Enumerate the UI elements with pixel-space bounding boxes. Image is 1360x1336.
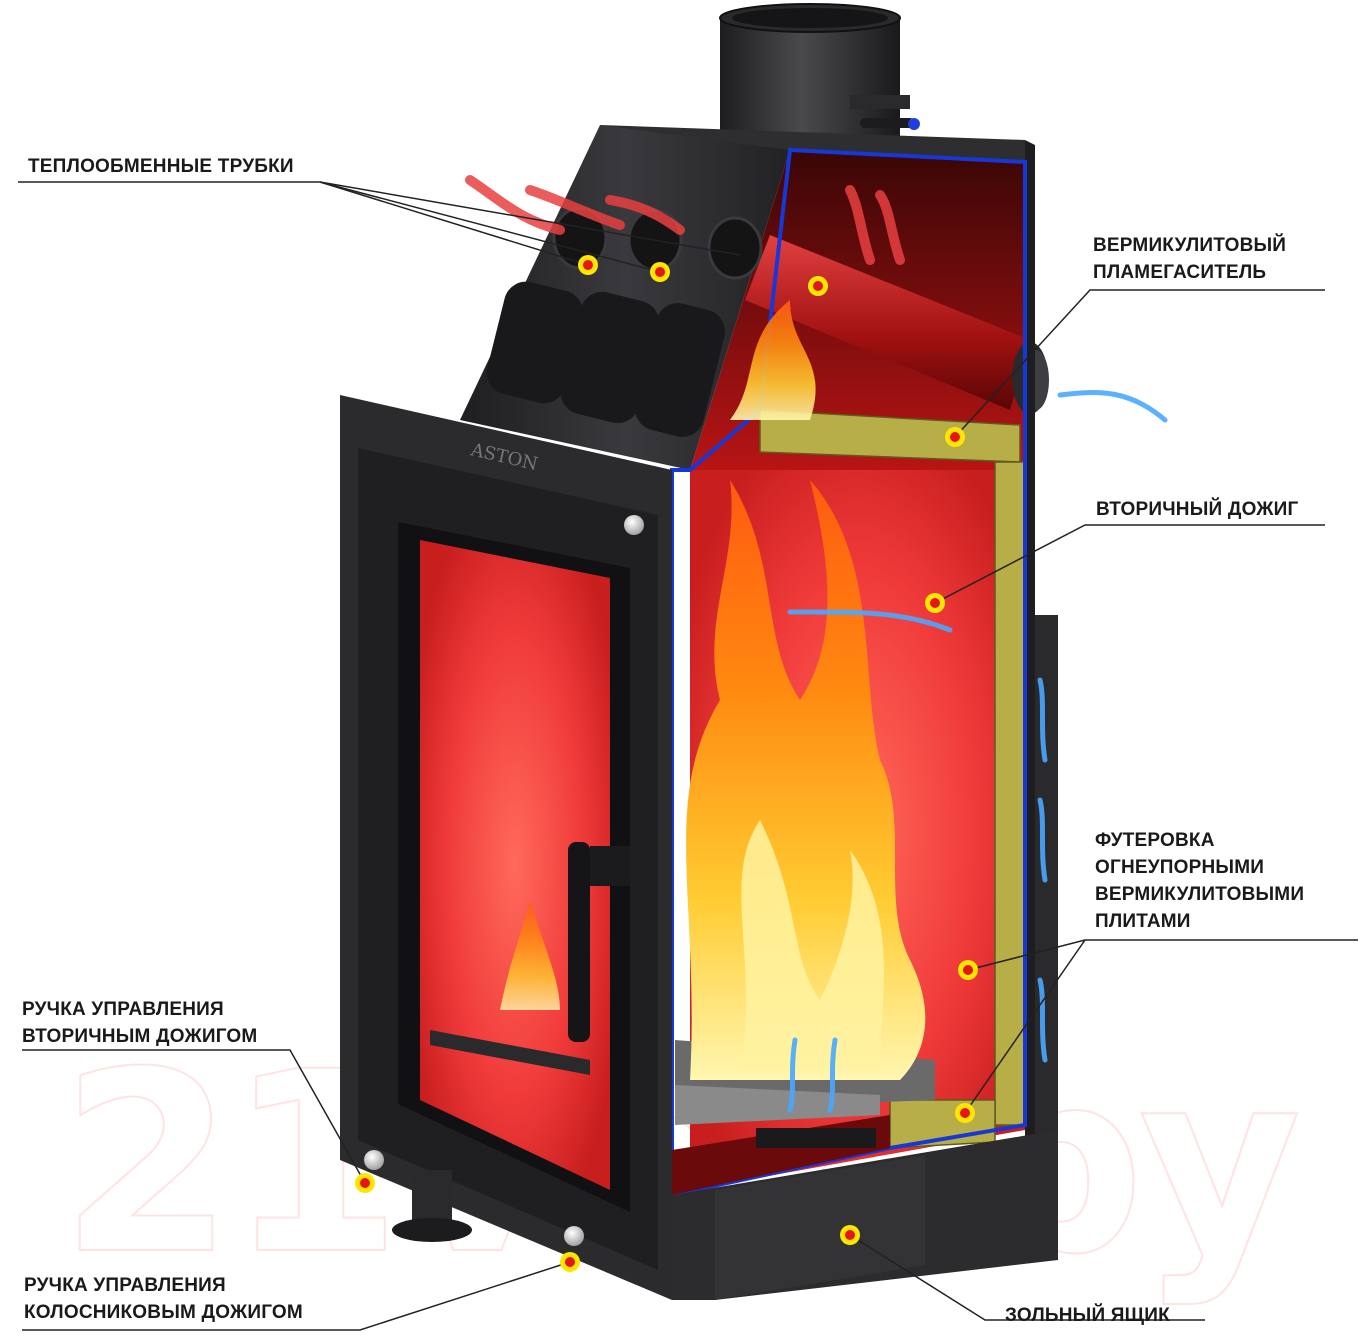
label-ash-box-text: ЗОЛЬНЫЙ ЯЩИК [1005,1305,1170,1326]
marker-lining-1 [958,960,978,980]
base-ash-box [364,1115,1058,1300]
callout-markers [355,255,978,1272]
label-secondary-handle-line-1: РУЧКА УПРАВЛЕНИЯ [22,999,224,1020]
marker-heat-tube-2 [650,262,670,282]
label-heat-tubes-text: ТЕПЛООБМЕННЫЕ ТРУБКИ [28,156,294,177]
flames [500,300,926,1080]
label-lining-line-3: ВЕРМИКУЛИТОВЫМИ [1095,884,1305,905]
marker-cross-tube [808,276,828,296]
vermiculite-lining [759,409,1026,1149]
marker-lining-2 [955,1103,975,1123]
label-secondary-burn-text: ВТОРИЧНЫЙ ДОЖИГ [1096,499,1299,520]
marker-flame-damper [945,427,965,447]
label-lining-line-4: ПЛИТАМИ [1095,911,1191,932]
label-heat-tubes: ТЕПЛООБМЕННЫЕ ТРУБКИ [28,153,294,180]
cutaway-outline [670,147,1027,1197]
chimney-pipe [719,3,920,138]
marker-grate-handle [560,1252,580,1272]
marker-secondary-burn [925,593,945,613]
label-secondary-handle: РУЧКА УПРАВЛЕНИЯ ВТОРИЧНЫМ ДОЖИГОМ [22,996,257,1050]
label-flame-damper-line-2: ПЛАМЕГАСИТЕЛЬ [1093,262,1267,283]
marker-ash-box [840,1225,860,1245]
label-grate-handle-line-1: РУЧКА УПРАВЛЕНИЯ [24,1275,226,1296]
front-door: ASTON [340,395,672,1300]
label-secondary-handle-line-2: ВТОРИЧНЫМ ДОЖИГОМ [22,1026,258,1047]
label-flame-damper: ВЕРМИКУЛИТОВЫЙ ПЛАМЕГАСИТЕЛЬ [1093,232,1286,286]
marker-secondary-handle [355,1173,375,1193]
heat-exchange-tubes [486,206,763,437]
label-lining: ФУТЕРОВКА ОГНЕУПОРНЫМИ ВЕРМИКУЛИТОВЫМИ П… [1095,827,1304,935]
label-ash-box: ЗОЛЬНЫЙ ЯЩИК [1005,1302,1170,1329]
leader-lines [18,181,1358,1331]
label-flame-damper-line-1: ВЕРМИКУЛИТОВЫЙ [1093,235,1287,256]
label-lining-line-1: ФУТЕРОВКА [1095,830,1215,851]
cold-air-arrows [787,390,1168,1113]
hot-air-arrows [465,175,905,265]
marker-heat-tube-1 [578,255,598,275]
rear-steel-panel [1025,140,1058,1180]
label-lining-line-2: ОГНЕУПОРНЫМИ [1095,857,1265,878]
label-grate-handle-line-2: КОЛОСНИКОВЫМ ДОЖИГОМ [24,1302,303,1323]
label-secondary-burn: ВТОРИЧНЫЙ ДОЖИГ [1096,496,1299,523]
label-grate-handle: РУЧКА УПРАВЛЕНИЯ КОЛОСНИКОВЫМ ДОЖИГОМ [24,1272,303,1326]
